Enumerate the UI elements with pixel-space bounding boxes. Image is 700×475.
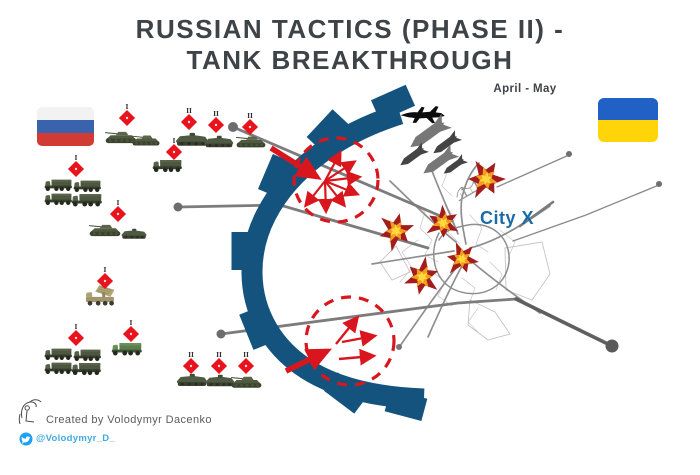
- arc-tab: [370, 84, 416, 122]
- truck-icon: [73, 180, 101, 192]
- diamond-center-dot: [103, 279, 107, 283]
- apc-icon: [204, 135, 234, 148]
- timeframe-label: April - May: [493, 83, 557, 95]
- missiles-icon: [400, 113, 469, 174]
- truck-icon: [71, 194, 102, 207]
- diamond-center-dot: [125, 116, 129, 120]
- page-title: RUSSIAN TACTICS (PHASE II) - TANK BREAKT…: [0, 14, 700, 75]
- diamond-center-dot: [248, 125, 252, 129]
- echelon-diamond-marker: I: [118, 102, 136, 127]
- explosion-icon: [374, 208, 420, 254]
- gtruck-icon: [111, 343, 142, 356]
- explosion-icon: [421, 201, 466, 246]
- echelon-diamond-marker: II: [180, 106, 198, 131]
- title-line-1: RUSSIAN TACTICS (PHASE II) -: [135, 14, 565, 44]
- echelon-diamond-marker: I: [165, 136, 183, 161]
- arc-tab: [231, 232, 255, 270]
- echelon-diamond-marker: I: [109, 198, 127, 223]
- echelon-numeral: II: [186, 106, 192, 115]
- echelon-numeral: I: [75, 153, 78, 162]
- arc-tab: [306, 109, 350, 153]
- echelon-numeral: I: [173, 136, 176, 145]
- echelon-diamond-marker: II: [237, 350, 255, 375]
- echelon-numeral: I: [130, 318, 133, 327]
- echelon-numeral: II: [216, 350, 222, 359]
- russia-flag: [37, 107, 94, 146]
- echelon-numeral: II: [188, 350, 194, 359]
- tank-icon: [105, 131, 137, 144]
- truck-icon: [44, 362, 72, 374]
- diamond-center-dot: [74, 336, 78, 340]
- echelon-diamond-marker: II: [182, 350, 200, 375]
- diamond-center-dot: [129, 332, 133, 336]
- tank-icon: [231, 376, 262, 388]
- echelon-diamond-marker: II: [207, 109, 225, 134]
- road-end-dot: [396, 344, 402, 350]
- truck-icon: [152, 160, 182, 173]
- flag-stripe: [37, 120, 94, 134]
- flag-stripe: [37, 133, 94, 146]
- arc-tab: [239, 306, 275, 350]
- breach-zone-north: [292, 136, 380, 224]
- apc-icon: [176, 373, 208, 387]
- twitter-icon: [19, 432, 33, 446]
- echelon-numeral: I: [104, 265, 107, 274]
- flag-stripe: [598, 120, 658, 142]
- diamond-center-dot: [116, 212, 120, 216]
- sam-icon: [85, 284, 115, 306]
- apc-icon: [205, 374, 235, 387]
- signature-doodle: [18, 399, 42, 425]
- breach-zone-south: [304, 295, 396, 387]
- echelon-numeral: I: [75, 322, 78, 331]
- diamond-center-dot: [187, 120, 191, 124]
- echelon-diamond-marker: I: [122, 318, 140, 343]
- diamond-center-dot: [74, 167, 78, 171]
- tank-icon: [89, 224, 121, 237]
- diamond-center-dot: [172, 150, 176, 154]
- title-line-2: TANK BREAKTHROUGH: [186, 44, 514, 75]
- diamond-center-dot: [217, 364, 221, 368]
- twitter-handle: @Volodymyr_D_: [36, 433, 115, 444]
- diamond-center-dot: [214, 123, 218, 127]
- credit-text: Created by Volodymyr Dacenko: [46, 414, 212, 426]
- echelon-numeral: I: [117, 198, 120, 207]
- tank-icon: [132, 135, 160, 146]
- city-label: City X: [480, 208, 534, 228]
- diamond-center-dot: [189, 364, 193, 368]
- echelon-numeral: II: [213, 109, 219, 118]
- burst-arrows: [303, 150, 363, 215]
- diamond-center-dot: [244, 364, 248, 368]
- truck-icon: [71, 363, 101, 376]
- echelon-numeral: I: [126, 102, 129, 111]
- advance-arrows: [335, 315, 378, 366]
- apc-icon: [175, 132, 209, 146]
- echelon-diamond-marker: II: [210, 350, 228, 375]
- echelon-diamond-marker: II: [241, 111, 259, 136]
- main-attack-arrow-north: [269, 145, 322, 180]
- echelon-numeral: II: [247, 111, 253, 120]
- arc-tab: [384, 388, 428, 422]
- arc-tab: [323, 372, 369, 414]
- truck-icon: [44, 193, 72, 205]
- truck-icon: [44, 348, 72, 360]
- echelon-numeral: II: [243, 350, 249, 359]
- flag-stripe: [37, 107, 94, 121]
- truck-icon: [73, 349, 101, 361]
- ukraine-flag: [598, 98, 658, 142]
- echelon-diamond-marker: I: [67, 322, 85, 347]
- flag-stripe: [598, 98, 658, 121]
- fighter-jet-icon: [400, 106, 445, 124]
- apc-icon: [121, 228, 147, 239]
- arc-tab: [257, 154, 295, 198]
- echelon-diamond-marker: I: [67, 153, 85, 178]
- main-attack-arrow-south: [284, 348, 332, 374]
- truck-icon: [44, 179, 72, 191]
- defense-arc: [231, 84, 428, 422]
- breakthrough-annotations: [269, 136, 396, 387]
